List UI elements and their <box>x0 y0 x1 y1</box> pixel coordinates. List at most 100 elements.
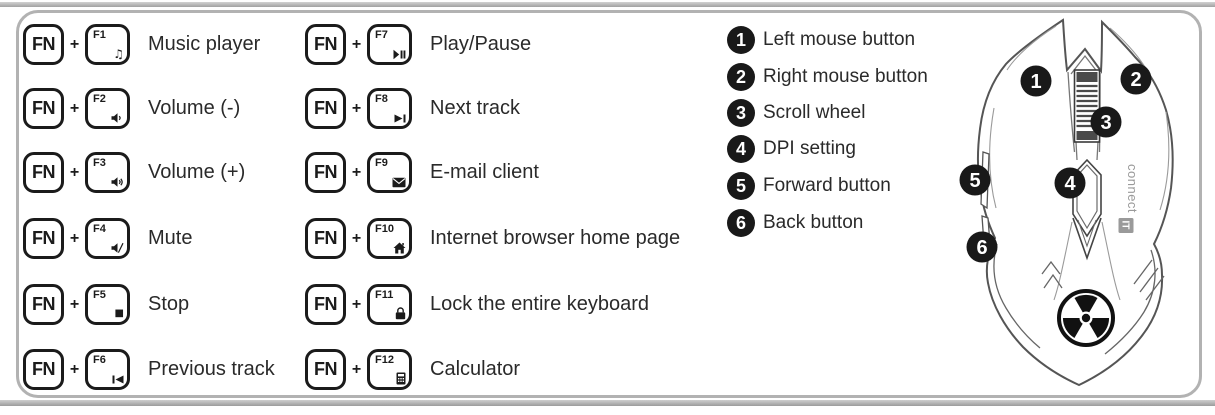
shortcut-label: Internet browser home page <box>430 227 681 249</box>
plus-sign: + <box>351 35 362 53</box>
shortcut-label: Volume (+) <box>148 161 246 183</box>
svg-text:2: 2 <box>1130 69 1141 91</box>
mouse-callout-3: 3 <box>1090 106 1122 138</box>
radiation-logo <box>1057 289 1115 347</box>
legend-badge-5: 5 <box>727 172 755 200</box>
f6-key: F6 <box>85 349 130 390</box>
plus-sign: + <box>69 360 80 378</box>
shortcut-row-f8: FN + F8 Next track <box>305 88 520 129</box>
shortcut-label: Lock the entire keyboard <box>430 293 650 315</box>
legend-row-5: 5 Forward button <box>727 172 891 200</box>
legend-badge-1: 1 <box>727 26 755 54</box>
previous-track-icon <box>112 374 124 385</box>
plus-sign: + <box>69 35 80 53</box>
wing-decorations <box>993 243 1165 355</box>
next-track-icon <box>394 113 406 124</box>
mouse-callout-5: 5 <box>959 164 991 196</box>
shortcut-row-f5: FN + F5 ■ Stop <box>23 284 189 325</box>
legend-badge-6: 6 <box>727 209 755 237</box>
mouse-callout-6: 6 <box>966 231 998 263</box>
fn-key: FN <box>23 218 64 259</box>
legend-row-2: 2 Right mouse button <box>727 63 928 91</box>
legend-badge-4: 4 <box>727 135 755 163</box>
bottom-divider-bar <box>0 400 1215 406</box>
shortcut-label: Calculator <box>430 358 521 380</box>
fn-key: FN <box>23 284 64 325</box>
f10-key: F10 <box>367 218 412 259</box>
volume-down-icon <box>111 112 124 124</box>
volume-up-icon <box>111 176 125 188</box>
shortcut-label: Next track <box>430 97 521 119</box>
plus-sign: + <box>351 360 362 378</box>
shortcut-row-f9: FN + F9 E-mail client <box>305 152 539 193</box>
svg-text:5: 5 <box>969 170 980 192</box>
fn-key: FN <box>23 349 64 390</box>
plus-sign: + <box>351 295 362 313</box>
shortcut-label: Stop <box>148 293 190 315</box>
fn-key: FN <box>23 88 64 129</box>
fn-key: FN <box>305 284 346 325</box>
legend-row-6: 6 Back button <box>727 209 863 237</box>
mute-icon <box>111 242 124 254</box>
f7-key: F7 <box>367 24 412 65</box>
svg-text:connect: connect <box>1125 164 1140 213</box>
shortcut-row-f4: FN + F4 Mute <box>23 218 192 259</box>
music-note-icon: ♫ <box>113 47 124 61</box>
mouse-callout-2: 2 <box>1120 63 1152 95</box>
home-icon <box>393 242 406 254</box>
shortcut-row-f11: FN + F11 Lock the entire keyboard <box>305 284 649 325</box>
plus-sign: + <box>351 99 362 117</box>
plus-sign: + <box>351 163 362 181</box>
brand-logo: connect IT <box>1118 164 1140 233</box>
legend-row-4: 4 DPI setting <box>727 135 856 163</box>
shortcut-label: Volume (-) <box>148 97 241 119</box>
plus-sign: + <box>69 99 80 117</box>
fn-key: FN <box>23 152 64 193</box>
plus-sign: + <box>69 295 80 313</box>
email-icon <box>392 177 406 188</box>
legend-badge-2: 2 <box>727 63 755 91</box>
shortcut-row-f6: FN + F6 Previous track <box>23 349 275 390</box>
plus-sign: + <box>69 229 80 247</box>
shortcut-label: Music player <box>148 33 261 55</box>
fn-key: FN <box>305 88 346 129</box>
fn-key: FN <box>23 24 64 65</box>
svg-text:4: 4 <box>1064 173 1076 195</box>
f8-key: F8 <box>367 88 412 129</box>
brand-mark: IT <box>1120 221 1131 230</box>
f5-key: F5 ■ <box>85 284 130 325</box>
legend-row-1: 1 Left mouse button <box>727 26 915 54</box>
f12-key: F12 <box>367 349 412 390</box>
shortcut-label: Play/Pause <box>430 33 532 55</box>
shortcut-row-f3: FN + F3 Volume (+) <box>23 152 245 193</box>
mouse-callout-1: 1 <box>1020 65 1052 97</box>
shortcut-row-f7: FN + F7 Play/Pause <box>305 24 531 65</box>
top-divider-bar <box>0 2 1215 7</box>
mouse-callouts: 1 2 3 4 5 6 <box>959 63 1152 263</box>
plus-sign: + <box>69 163 80 181</box>
mouse-illustration: connect IT 1 2 3 4 5 6 <box>959 18 1174 387</box>
shortcut-row-f10: FN + F10 Internet browser home page <box>305 218 680 259</box>
svg-text:1: 1 <box>1030 71 1041 93</box>
f3-key: F3 <box>85 152 130 193</box>
play-pause-icon <box>393 49 406 60</box>
f11-key: F11 <box>367 284 412 325</box>
svg-text:3: 3 <box>1100 112 1111 134</box>
legend-row-3: 3 Scroll wheel <box>727 99 865 127</box>
lock-icon <box>395 307 406 320</box>
f9-key: F9 <box>367 152 412 193</box>
fn-key: FN <box>305 152 346 193</box>
fn-key: FN <box>305 24 346 65</box>
shortcut-label: Previous track <box>148 358 275 380</box>
plus-sign: + <box>351 229 362 247</box>
fn-key: FN <box>305 218 346 259</box>
shortcut-row-f1: FN + F1 ♫ Music player <box>23 24 260 65</box>
stop-icon: ■ <box>114 308 124 319</box>
f4-key: F4 <box>85 218 130 259</box>
svg-text:6: 6 <box>976 237 987 259</box>
shortcut-row-f2: FN + F2 Volume (-) <box>23 88 240 129</box>
fn-key: FN <box>305 349 346 390</box>
legend-badge-3: 3 <box>727 99 755 127</box>
f1-key: F1 ♫ <box>85 24 130 65</box>
mouse-callout-4: 4 <box>1054 167 1086 199</box>
